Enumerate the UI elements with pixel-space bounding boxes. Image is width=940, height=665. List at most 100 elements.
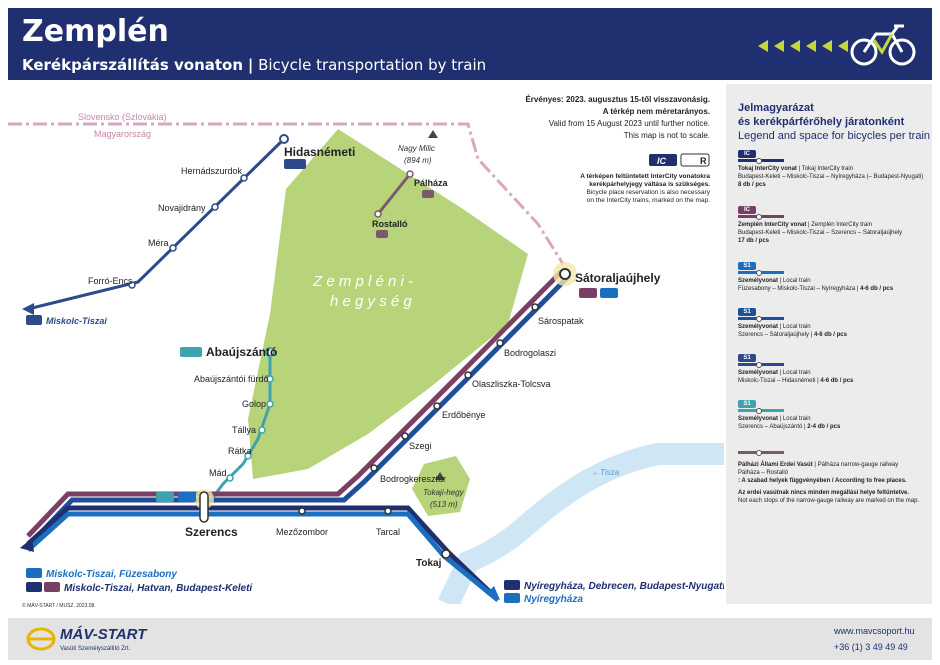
ic-badge-label: IC: [657, 156, 667, 166]
palhaza-train-icon: [422, 190, 434, 198]
station-label-erdobenye: Erdőbénye: [442, 410, 486, 420]
badge-hidasnemeti: [284, 159, 306, 169]
badge-szerencs-teal: [156, 492, 174, 502]
legend-item: Pálházi Állami Erdei Vasút | Pálháza nar…: [738, 446, 928, 505]
station-label-bodrogolaszi: Bodrogolaszi: [504, 348, 556, 358]
station-label-sarospatak: Sárospatak: [538, 316, 584, 326]
station-label-mera: Méra: [148, 238, 169, 248]
station-dot-hidasnemeti: [279, 134, 289, 144]
station-dot-tallya: [258, 426, 266, 434]
station-label-szerencs: Szerencs: [185, 525, 238, 539]
station-dot-sarospatak: [531, 303, 539, 311]
station-label-tallya: Tállya: [232, 425, 256, 435]
phone-number[interactable]: +36 (1) 3 49 49 49: [834, 642, 908, 652]
dest-east-local: Nyíregyháza: [524, 594, 583, 604]
peak-tokaj-name: Tokaji-hegy: [423, 488, 465, 497]
station-label-bodrogkeresztur: Bodrogkeresztúr: [380, 474, 446, 484]
station-label-golop: Golop: [242, 399, 266, 409]
river-label: ←Tisza: [592, 468, 620, 477]
badge-satoraljaujhely-ic: [579, 288, 597, 298]
station-label-hidasnemeti: Hidasnémeti: [284, 145, 355, 159]
badge-west-ic-purple: [44, 582, 60, 592]
subtitle-en: Bicycle transportation by train: [258, 56, 487, 74]
peak-tokaj-icon: [435, 472, 445, 480]
subtitle-separator: |: [247, 56, 254, 74]
r-badge-label: R: [700, 156, 707, 166]
region-label-2: h e g y s é g: [330, 293, 412, 310]
line-narrow-gauge: [376, 173, 412, 215]
station-label-palhaza: Pálháza: [414, 178, 449, 188]
station-label-satoraljaujhely: Sátoraljaújhely: [575, 271, 661, 285]
station-dot-erdobenye: [433, 402, 441, 410]
station-label-olaszliszka: Olaszliszka-Tolcsva: [472, 379, 551, 389]
dest-west-ic: Miskolc-Tiszai, Hatvan, Budapest-Keleti: [64, 583, 252, 594]
station-dot-abaujszantoi-furdo: [266, 375, 274, 383]
station-dot-ratka: [244, 452, 252, 460]
line-satoraljaujhely-local: [30, 276, 569, 544]
station-label-hernadszurdok: Hernádszurdok: [181, 166, 243, 176]
legend-item: S1 Személyvonat | Local train Szerencs –…: [738, 400, 841, 430]
copyright: © MÁV-START / MUSZ. 2023.08.: [22, 603, 96, 609]
station-label-ratka: Rátka: [228, 446, 252, 456]
footer: MÁV-START Vasúti Személyszállító Zrt. ww…: [8, 618, 932, 660]
peak-nagy-milic-height: (894 m): [404, 156, 432, 165]
badge-miskolc-north: [26, 315, 42, 325]
station-dot-bodrogkeresztur: [370, 464, 378, 472]
dest-east-ic: Nyíregyháza, Debrecen, Budapest-Nyugati: [524, 581, 724, 592]
badge-west-local: [26, 568, 42, 578]
country-border: [8, 122, 565, 265]
legend-note-hu: Az erdei vasútnak nincs minden megállási…: [738, 490, 910, 496]
peak-tokaj-height: (513 m): [430, 500, 458, 509]
page-title: Zemplén: [22, 14, 169, 49]
station-label-mad: Mád: [209, 468, 227, 478]
ic-note-hu2: kerékpárhelyjegy váltása is szükséges.: [589, 181, 710, 188]
station-dot-forro: [128, 281, 136, 289]
legend-title-en: Legend and space for bicycles per train: [738, 130, 931, 142]
station-dot-szegi: [401, 432, 409, 440]
legend-item: IC Zemplén InterCity vonat | Zemplén Int…: [738, 206, 903, 244]
station-label-rostallo: Rostalló: [372, 219, 408, 229]
notice-hu1: Érvényes: 2023. augusztus 15-től visszav…: [525, 95, 710, 104]
badge-szerencs-blue: [178, 492, 196, 502]
ic-note-en1: Bicycle place reservation is also necess…: [586, 189, 710, 196]
notice-en2: This map is not to scale.: [624, 131, 710, 140]
legend-title-hu1: Jelmagyarázat: [738, 102, 814, 114]
region-label-1: Z e m p l é n i -: [312, 273, 413, 290]
website-link[interactable]: www.mavcsoport.hu: [834, 626, 915, 636]
legend-item: S1 Személyvonat | Local train Szerencs –…: [738, 308, 847, 338]
badge-abaujszanto: [180, 347, 202, 357]
station-label-tokaj: Tokaj: [416, 558, 442, 569]
legend-item: S1 Személyvonat | Local train Füzesabony…: [738, 262, 894, 292]
station-dot-mezozombor: [298, 507, 306, 515]
station-label-tarcal: Tarcal: [376, 527, 400, 537]
header-banner: Zemplén Kerékpárszállítás vonaton | Bicy…: [8, 8, 932, 80]
station-label-abaujszanto: Abaújszántó: [206, 345, 277, 359]
rostallo-train-icon: [376, 230, 388, 238]
station-label-mezozombor: Mezőzombor: [276, 527, 328, 537]
station-dot-rostallo: [374, 210, 382, 218]
rail-map-canvas: ←Tisza Slovensko (Szlovákia) Magyarorszá…: [8, 95, 725, 609]
zemplen-mountains: [248, 129, 528, 479]
legend-panel: Jelmagyarázat és kerékpárférőhely járato…: [726, 84, 932, 604]
bicycle-logo-icon: [758, 24, 916, 66]
line-satoraljaujhely-ic: [26, 270, 563, 538]
station-dot-hernadszurdok: [240, 174, 248, 182]
bicycle-r-badge: [680, 153, 710, 167]
station-label-abaujszantoi-furdo: Abaújszántói fürdő: [194, 374, 269, 384]
border-label-hu: Magyarország: [94, 129, 151, 139]
station-dot-szerencs: [199, 491, 209, 523]
dest-west-local: Miskolc-Tiszai, Füzesabony: [46, 569, 177, 580]
notice-hu2: A térkép nem méretarányos.: [603, 107, 710, 116]
station-label-miskolc-north: Miskolc-Tiszai: [46, 316, 107, 326]
station-dot-mad: [226, 474, 234, 482]
station-dot-palhaza: [406, 170, 414, 178]
peak-nagy-milic-name: Nagy Milic: [398, 144, 435, 153]
arrow-east: [486, 586, 500, 600]
legend-item: IC Tokaj InterCity vonat | Tokaj InterCi…: [738, 150, 924, 188]
badge-east-ic: [504, 580, 520, 590]
peak-nagy-milic-icon: [428, 130, 438, 138]
line-hidasnemeti: [27, 137, 286, 311]
brand-name: MÁV-START: [60, 626, 147, 643]
station-dot-satoraljaujhely: [559, 268, 571, 280]
ic-note-en2: on the InterCity trains, marked on the m…: [587, 197, 710, 204]
